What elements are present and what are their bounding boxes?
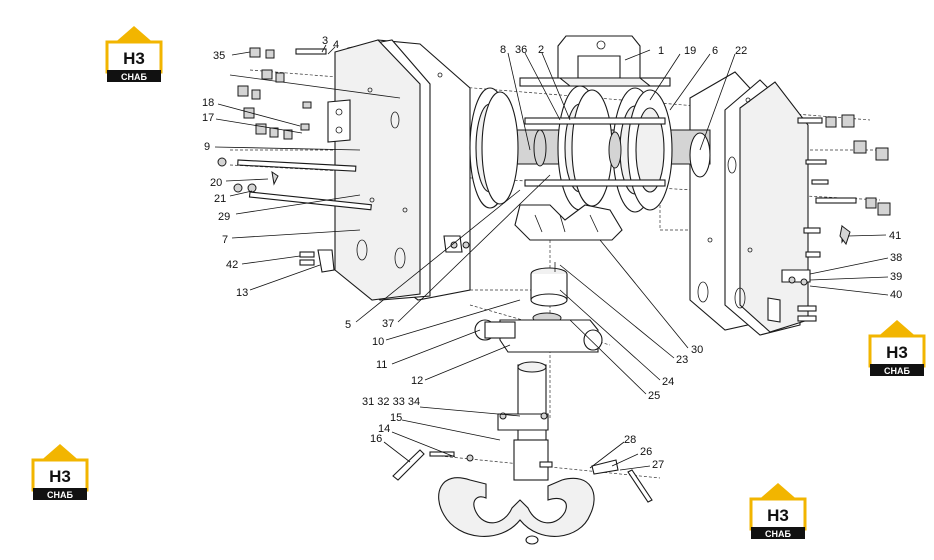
- callout-13: 13: [236, 287, 248, 299]
- callout-labels: 35 3 4 8 36 2 1 19 6 22 18 17 9 20 21 29…: [202, 35, 902, 471]
- sheave-guard: [514, 204, 623, 241]
- callout-3: 3: [322, 35, 328, 47]
- callout-37: 37: [382, 318, 394, 330]
- logo-word: СНАБ: [121, 72, 147, 82]
- callout-6: 6: [712, 45, 718, 57]
- callout-15: 15: [390, 412, 402, 424]
- callout-leaders: [214, 44, 889, 471]
- callout-12: 12: [411, 375, 423, 387]
- logo-word: СНАБ: [47, 490, 73, 500]
- brand-logo-right: Н3 СНАБ: [868, 320, 926, 376]
- brand-logo-top-left: Н3 СНАБ: [105, 26, 163, 82]
- hook-body: [438, 477, 595, 545]
- callout-2: 2: [538, 44, 544, 56]
- callout-17: 17: [202, 112, 214, 124]
- callout-11: 11: [376, 359, 387, 371]
- retainer-41: [839, 225, 851, 246]
- callout-26: 26: [640, 446, 652, 458]
- callout-19: 19: [684, 45, 696, 57]
- callout-5: 5: [345, 319, 351, 331]
- hook-shank: [497, 361, 549, 481]
- callout-28: 28: [624, 434, 636, 446]
- brand-logo-bottom-left: Н3 СНАБ: [31, 444, 89, 500]
- callout-24: 24: [662, 376, 674, 388]
- logo-word: СНАБ: [765, 529, 791, 539]
- callout-23: 23: [676, 354, 688, 366]
- fasteners-left: [217, 47, 470, 273]
- left-side-plates: [334, 39, 471, 301]
- callout-4: 4: [333, 39, 339, 51]
- callout-21: 21: [214, 193, 226, 205]
- callout-39: 39: [890, 271, 902, 283]
- brand-logo-bottom-right: Н3 СНАБ: [749, 483, 807, 539]
- callout-36: 36: [515, 44, 527, 56]
- logo-code: Н3: [49, 467, 71, 486]
- callout-8: 8: [500, 44, 506, 56]
- callout-41: 41: [889, 230, 901, 242]
- safety-latches: [392, 449, 653, 503]
- callout-20: 20: [210, 177, 222, 189]
- logo-code: Н3: [767, 506, 789, 525]
- callout-18: 18: [202, 97, 214, 109]
- tie-rods: [229, 74, 401, 211]
- top-lifting-lug: [557, 35, 652, 87]
- logo-word: СНАБ: [884, 366, 910, 376]
- trunnion-assembly: [474, 262, 603, 353]
- callout-22: 22: [735, 45, 747, 57]
- callout-27: 27: [652, 459, 664, 471]
- callout-10: 10: [372, 336, 384, 348]
- callout-42: 42: [226, 259, 238, 271]
- callout-29: 29: [218, 211, 230, 223]
- callout-40: 40: [890, 289, 902, 301]
- callout-35: 35: [213, 50, 225, 62]
- callout-25: 25: [648, 390, 660, 402]
- callout-7: 7: [222, 234, 228, 246]
- callout-1: 1: [658, 45, 664, 57]
- callout-30: 30: [691, 344, 703, 356]
- callout-9: 9: [204, 141, 210, 153]
- callout-16: 16: [370, 433, 382, 445]
- callout-14: 14: [378, 423, 390, 435]
- logo-code: Н3: [886, 343, 908, 362]
- right-side-plates: [689, 71, 809, 336]
- sheave-assembly: [469, 77, 711, 213]
- callout-38: 38: [890, 252, 902, 264]
- callout-31-34: 31 32 33 34: [362, 396, 420, 408]
- logo-code: Н3: [123, 49, 145, 68]
